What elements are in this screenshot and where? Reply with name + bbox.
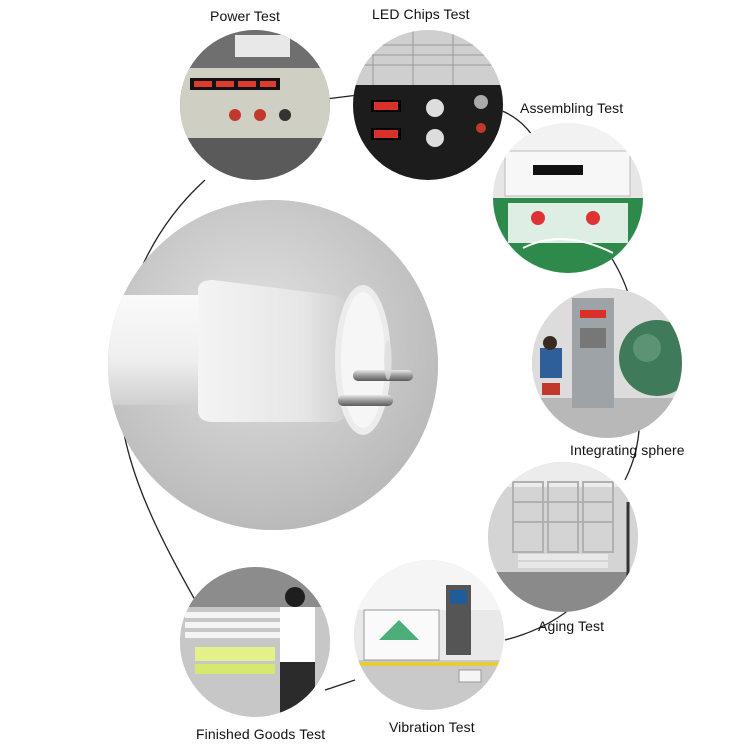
label-integrating-sphere: Integrating sphere bbox=[570, 442, 685, 458]
label-power-test: Power Test bbox=[210, 8, 280, 24]
label-led-chips-test: LED Chips Test bbox=[372, 6, 470, 22]
integrating-sphere-photo bbox=[532, 288, 682, 438]
vibration-test-photo bbox=[354, 560, 504, 710]
label-finished-goods-test: Finished Goods Test bbox=[196, 726, 326, 742]
finished-goods-test-photo bbox=[180, 567, 330, 717]
label-assembling-test: Assembling Test bbox=[520, 100, 624, 116]
power-test-photo bbox=[180, 30, 330, 180]
led-chips-test-photo bbox=[353, 30, 503, 180]
label-vibration-test: Vibration Test bbox=[389, 719, 475, 735]
led-tube-photo bbox=[108, 200, 438, 530]
assembling-test-photo bbox=[493, 123, 643, 273]
aging-test-photo bbox=[488, 462, 638, 612]
label-aging-test: Aging Test bbox=[538, 618, 605, 634]
